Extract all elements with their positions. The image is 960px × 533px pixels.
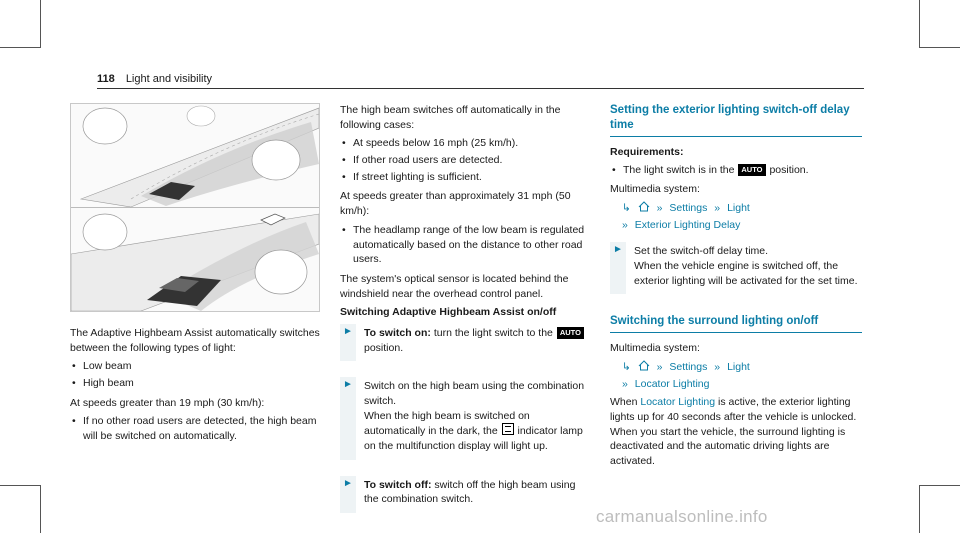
section-divider <box>610 135 862 137</box>
page-title: Light and visibility <box>125 73 213 85</box>
list-item: •The headlamp range of the low beam is r… <box>342 223 585 266</box>
home-icon <box>638 201 650 212</box>
requirements-list: • The light switch is in the AUTO positi… <box>610 163 862 178</box>
column-left: The Adaptive Highbeam Assist automatical… <box>70 103 320 449</box>
step-arrow-icon: ► <box>343 379 353 391</box>
step-arrow-icon: ► <box>343 325 353 337</box>
chevron-right-icon: » <box>656 361 663 373</box>
step-arrow-icon: ► <box>343 477 353 489</box>
list-item: •If street lighting is sufficient. <box>342 170 482 183</box>
menu-path-1b: » Exterior Lighting Delay <box>610 218 862 233</box>
column-middle: The high beam switches off automatically… <box>340 103 590 529</box>
menu-exterior-delay-link[interactable]: Exterior Lighting Delay <box>634 218 741 231</box>
speed-list: •If no other road users are detected, th… <box>70 414 320 443</box>
crop-mark <box>0 47 41 48</box>
list-item: •High beam <box>72 377 134 390</box>
locator-text: When Locator Lighting is active, the ext… <box>610 396 857 468</box>
section-title-surround: Switching the surround lighting on/off <box>610 315 819 328</box>
intro-text: The Adaptive Highbeam Assist automatical… <box>70 327 320 354</box>
step-high-beam: ► Switch on the high beam using the comb… <box>340 377 590 461</box>
section-divider <box>610 332 862 334</box>
menu-path-1: ↳ » Settings » Light <box>610 201 862 216</box>
list-item: •If no other road users are detected, th… <box>72 415 317 443</box>
list-item: •Low beam <box>72 360 132 373</box>
crop-mark <box>919 485 920 533</box>
chevron-right-icon: » <box>622 218 628 231</box>
list-item: • The light switch is in the AUTO positi… <box>612 163 809 176</box>
sensor-text: The system's optical sensor is located b… <box>340 272 569 300</box>
section-title-delay: Setting the exterior lighting switch-off… <box>610 104 850 131</box>
menu-path-2b: » Locator Lighting <box>610 377 862 392</box>
crop-mark <box>40 0 41 48</box>
crop-mark <box>40 485 41 533</box>
menu-light-link[interactable]: Light <box>727 201 750 214</box>
switch-heading: Switching Adaptive Highbeam Assist on/of… <box>340 306 557 319</box>
crop-mark <box>0 485 41 486</box>
column-right: Setting the exterior lighting switch-off… <box>610 103 862 473</box>
speed-text: At speeds greater than 19 mph (30 km/h): <box>70 396 265 409</box>
chevron-right-icon: » <box>714 201 721 214</box>
off-cases-list: •At speeds below 16 mph (25 km/h). •If o… <box>340 136 590 184</box>
highbeam-diagram <box>71 104 319 311</box>
step-switch-on: ► To switch on: turn the light switch to… <box>340 323 590 362</box>
watermark: carmanualsonline.info <box>596 507 768 526</box>
step-set-delay: ► Set the switch-off delay time. When th… <box>610 242 862 295</box>
highbeam-illustration <box>70 103 320 312</box>
off-intro: The high beam switches off automatically… <box>340 104 561 131</box>
menu-settings-link[interactable]: Settings <box>669 361 708 373</box>
highbeam-indicator-icon <box>501 423 514 436</box>
multimedia-label: Multimedia system: <box>610 183 700 196</box>
auto-badge-icon: AUTO <box>738 163 766 176</box>
multimedia-label: Multimedia system: <box>610 342 700 355</box>
page-header: 118 Light and visibility <box>97 72 212 87</box>
menu-settings-link[interactable]: Settings <box>669 201 708 214</box>
header-divider <box>97 88 864 89</box>
home-icon <box>638 360 650 371</box>
light-types-list: •Low beam •High beam <box>70 359 320 390</box>
list-item: •At speeds below 16 mph (25 km/h). <box>342 137 519 150</box>
speed2-text: At speeds greater than approximately 31 … <box>340 190 571 218</box>
menu-locator-lighting-link[interactable]: Locator Lighting <box>634 377 710 390</box>
path-arrow-icon: ↳ <box>622 201 631 214</box>
step-arrow-icon: ► <box>613 244 623 256</box>
locator-lighting-link[interactable]: Locator Lighting <box>640 396 716 409</box>
menu-path-2: ↳ » Settings » Light <box>610 360 862 375</box>
menu-light-link[interactable]: Light <box>727 361 750 373</box>
crop-mark <box>919 485 960 486</box>
path-arrow-icon: ↳ <box>622 361 631 373</box>
page-number: 118 <box>97 73 115 85</box>
crop-mark <box>919 47 960 48</box>
chevron-right-icon: » <box>714 361 721 373</box>
crop-mark <box>919 0 920 48</box>
list-item: •If other road users are detected. <box>342 154 503 167</box>
requirements-label: Requirements: <box>610 145 684 158</box>
chevron-right-icon: » <box>622 377 628 390</box>
chevron-right-icon: » <box>656 201 663 214</box>
auto-badge-icon: AUTO <box>556 326 584 339</box>
speed2-list: •The headlamp range of the low beam is r… <box>340 223 590 267</box>
step-switch-off: ► To switch off: switch off the high bea… <box>340 475 590 514</box>
